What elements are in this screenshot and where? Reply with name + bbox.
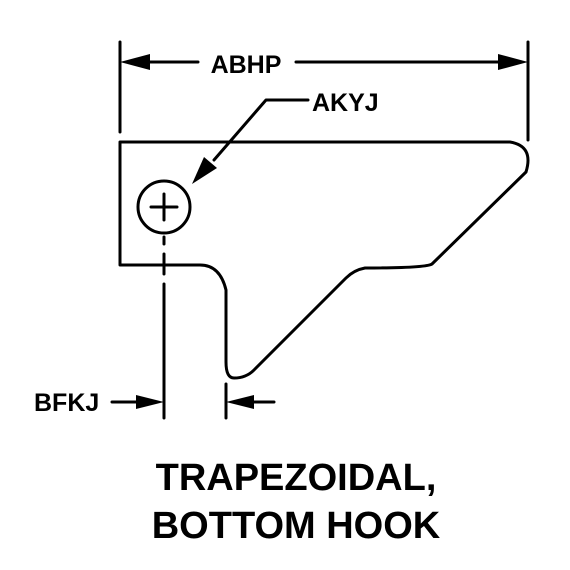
hole-circle [136, 179, 192, 235]
caption-line-2: BOTTOM HOOK [152, 505, 441, 547]
arrowhead-right [498, 54, 528, 70]
hole-dimension: AKYJ [192, 89, 379, 184]
offset-arrowhead-left [136, 395, 164, 409]
offset-dimension: BFKJ [34, 389, 276, 417]
hook-outline [118, 140, 530, 380]
mounting-hole [136, 179, 192, 235]
width-label: ABHP [211, 51, 282, 79]
leader-arrowhead [192, 157, 217, 184]
hole-label: AKYJ [312, 89, 379, 117]
offset-label: BFKJ [34, 389, 99, 417]
width-dimension: ABHP [118, 40, 530, 142]
offset-arrowhead-right [226, 395, 254, 409]
caption-line-1: TRAPEZOIDAL, [156, 457, 437, 499]
arrowhead-left [120, 54, 150, 70]
leader-line [212, 98, 310, 162]
